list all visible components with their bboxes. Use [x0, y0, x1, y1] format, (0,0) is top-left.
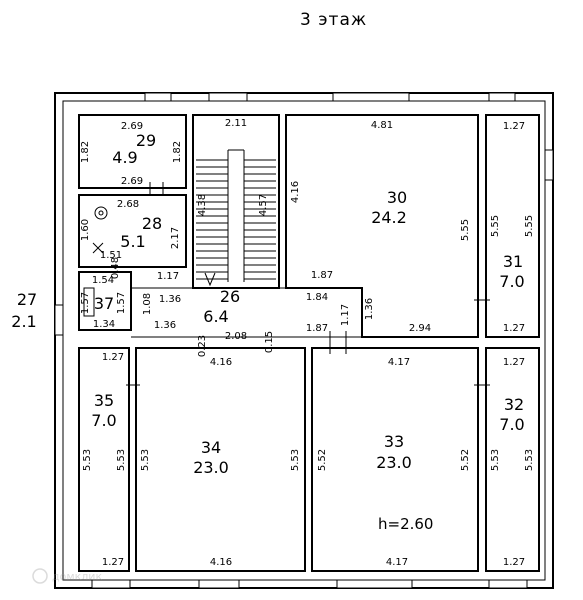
room-34-number: 34 [201, 438, 221, 457]
door-marks [126, 182, 490, 386]
room-33-area: 23.0 [376, 453, 412, 472]
dimension-label: 1.82 [172, 141, 183, 163]
dimension-label: 1.27 [503, 357, 525, 368]
dimension-label: 1.82 [80, 141, 91, 163]
dimension-label: 4.81 [371, 120, 393, 131]
room-29-number: 29 [136, 131, 156, 150]
dimension-label: 1.27 [102, 557, 124, 568]
dimension-label: 5.53 [140, 449, 151, 471]
dimension-label: 4.17 [388, 357, 410, 368]
dimension-label: 0.15 [264, 331, 275, 353]
outer-wall [54, 92, 554, 589]
dimension-label: 5.52 [317, 449, 328, 471]
room-35-area: 7.0 [91, 411, 116, 430]
dimension-label: 0.48 [110, 257, 121, 279]
dimension-label: 4.16 [290, 181, 301, 203]
room-26-number: 26 [220, 287, 240, 306]
room-28-area: 5.1 [120, 232, 145, 251]
room-28-number: 28 [142, 214, 162, 233]
dimension-label: 1.17 [340, 304, 351, 326]
dimension-label: 2.69 [121, 121, 143, 132]
dimension-label: 2.94 [409, 323, 431, 334]
room-29-area: 4.9 [112, 148, 137, 167]
top-windows [144, 92, 516, 102]
dimension-label: 1.27 [503, 121, 525, 132]
room-30-number: 30 [387, 188, 407, 207]
floor-title: 3 этаж [300, 10, 367, 30]
dimension-label: 2.11 [225, 118, 247, 129]
room-31-number: 31 [503, 252, 523, 271]
room-30-area: 24.2 [371, 208, 407, 227]
dimension-label: 1.87 [311, 270, 333, 281]
side-windows [54, 149, 554, 336]
dimension-label: 4.17 [386, 557, 408, 568]
room-33-number: 33 [384, 432, 404, 451]
dimension-label: 4.38 [197, 194, 208, 216]
dimension-label: 1.36 [159, 294, 181, 305]
watermark-logo-icon [32, 568, 48, 584]
dimension-label: 5.55 [460, 219, 471, 241]
dimension-label: 5.53 [82, 449, 93, 471]
dimension-label: 5.53 [116, 449, 127, 471]
watermark-text: домклик [52, 570, 102, 583]
room-29-walls [78, 114, 187, 189]
dimension-label: 1.36 [364, 298, 375, 320]
ceiling-height-note: h=2.60 [378, 515, 433, 533]
room-28-walls [78, 194, 187, 268]
room-33-walls [311, 347, 479, 572]
dimension-label: 4.16 [210, 557, 232, 568]
dimension-label: 4.16 [210, 357, 232, 368]
dimension-label: 1.57 [116, 292, 127, 314]
room-34-walls [135, 347, 306, 572]
dimension-label: 2.69 [121, 176, 143, 187]
bottom-windows [91, 579, 528, 589]
room-32-area: 7.0 [499, 415, 524, 434]
room-37-walls [78, 271, 132, 331]
dimension-label: 4.57 [258, 194, 269, 216]
dimension-label: 5.52 [460, 449, 471, 471]
room-27-area: 2.1 [11, 312, 36, 331]
staircase [196, 149, 276, 282]
dimension-label: 1.27 [102, 352, 124, 363]
dimension-label: 1.87 [306, 323, 328, 334]
dimension-label: 1.60 [80, 219, 91, 241]
room-32-number: 32 [504, 395, 524, 414]
dimension-label: 5.53 [490, 449, 501, 471]
dimension-label: 1.08 [142, 293, 153, 315]
dimension-label: 1.17 [157, 271, 179, 282]
dimension-label: 1.27 [503, 323, 525, 334]
room-31-walls [485, 114, 540, 338]
dimension-labels: 2.69 1.82 1.82 2.69 2.68 1.60 2.17 1.510.48 1.17… [80, 118, 535, 568]
watermark: домклик [32, 568, 102, 584]
dimension-label: 1.51 [100, 250, 122, 261]
dimension-label: 2.17 [170, 227, 181, 249]
dimension-label: 5.55 [490, 215, 501, 237]
dimension-label: 0.23 [197, 335, 208, 357]
dimension-label: 1.84 [306, 292, 328, 303]
room-35-walls [78, 347, 130, 572]
dimension-label: 5.55 [524, 215, 535, 237]
room-27-number: 27 [17, 290, 37, 309]
dimension-label: 2.08 [225, 331, 247, 342]
dimension-label: 1.34 [93, 319, 115, 330]
stair-arrow-icon [204, 272, 216, 287]
dimension-label: 1.27 [503, 557, 525, 568]
dimension-label: 1.36 [154, 320, 176, 331]
room-34-area: 23.0 [193, 458, 229, 477]
outer-wall-inner-line [62, 100, 546, 581]
room-30-walls [285, 114, 479, 338]
dimension-label: 5.53 [290, 449, 301, 471]
toilet-fixture [94, 206, 108, 220]
room-31-area: 7.0 [499, 272, 524, 291]
room-32-walls [485, 347, 540, 572]
room-35-number: 35 [94, 391, 114, 410]
dimension-label: 2.68 [117, 199, 139, 210]
room-26-area: 6.4 [203, 307, 228, 326]
dimension-label: 5.53 [524, 449, 535, 471]
dimension-label: 1.57 [80, 292, 91, 314]
dimension-label: 1.54 [92, 275, 114, 286]
room-37-number: 37 [94, 294, 114, 313]
